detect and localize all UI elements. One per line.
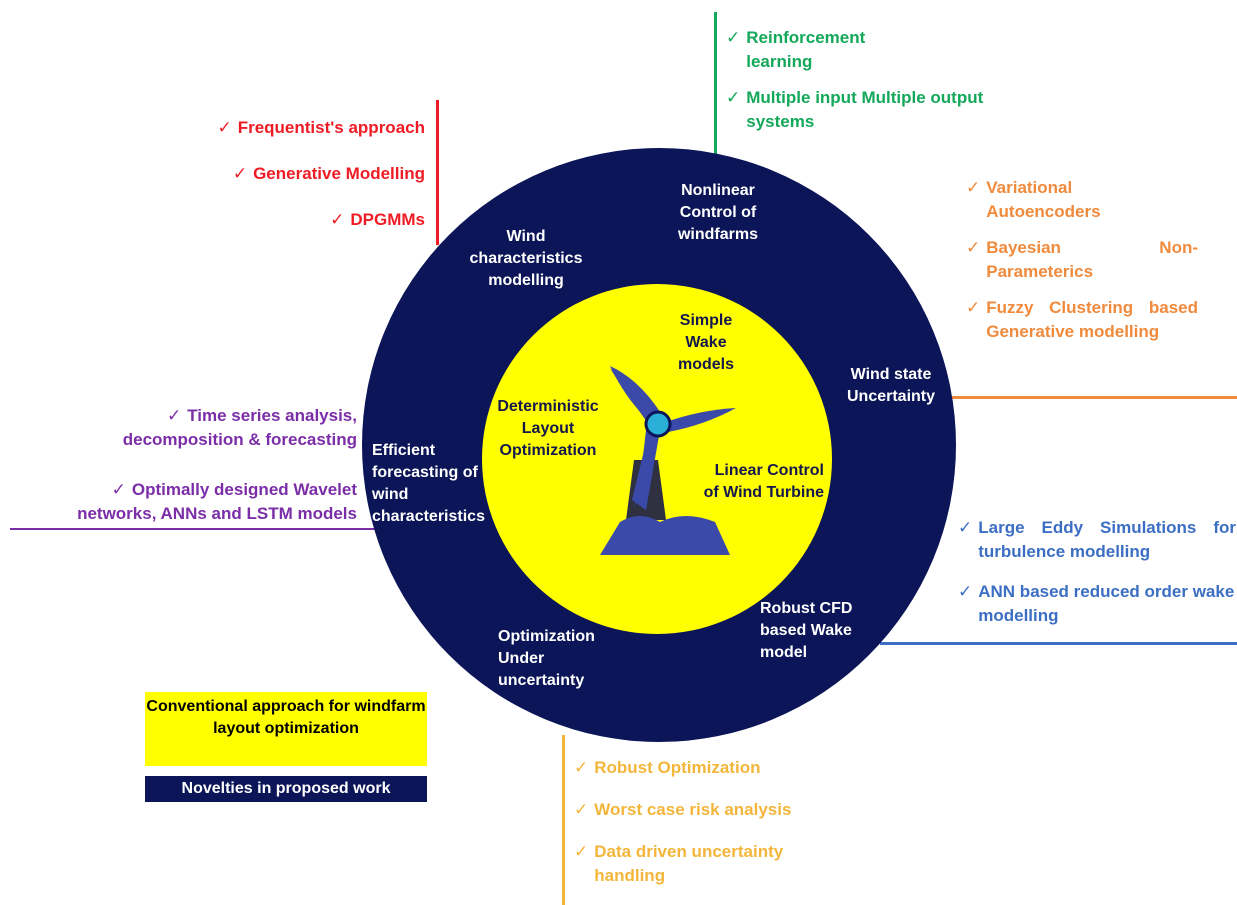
orange-group: ✓Variational Autoencoders ✓Bayesian Non-…: [966, 176, 1198, 344]
list-item: ✓DPGMMs: [330, 210, 425, 229]
robust-cfd-label: Robust CFD based Wake model: [760, 600, 853, 661]
inner-core: [482, 284, 832, 634]
check-icon: ✓: [574, 758, 589, 777]
gold-connector-line: [562, 735, 565, 905]
list-item: ✓Bayesian Non-Parameterics: [966, 236, 1198, 284]
list-item: ✓Optimally designed Wavelet networks, AN…: [77, 480, 357, 523]
nonlinear-control-label: Nonlinear Control of windfarms: [677, 182, 758, 243]
check-icon: ✓: [966, 298, 981, 317]
wind-state-uncertainty-label: Wind state Uncertainty: [846, 366, 936, 405]
linear-control-label: Linear Control of Wind Turbine: [703, 462, 824, 501]
red-group: ✓Frequentist's approach ✓Generative Mode…: [105, 116, 425, 232]
check-icon: ✓: [574, 842, 589, 861]
green-connector-line: [714, 12, 717, 162]
check-icon: ✓: [726, 28, 741, 47]
simple-wake-label: Simple Wake models: [677, 312, 734, 373]
check-icon: ✓: [726, 88, 741, 107]
red-connector-line: [436, 100, 439, 245]
gold-group: ✓Robust Optimization ✓Worst case risk an…: [574, 756, 844, 888]
purple-connector-line: [10, 528, 378, 530]
deterministic-layout-label: Deterministic Layout Optimization: [497, 398, 599, 459]
list-item: ✓Robust Optimization: [574, 756, 844, 780]
check-icon: ✓: [966, 178, 981, 197]
list-item: ✓Variational Autoencoders: [966, 176, 1198, 224]
blue-connector-line: [880, 642, 1237, 645]
check-icon: ✓: [574, 800, 589, 819]
check-icon: ✓: [217, 118, 232, 137]
list-item: ✓Fuzzy Clustering based Generative model…: [966, 296, 1198, 344]
check-icon: ✓: [958, 518, 973, 537]
check-icon: ✓: [232, 164, 248, 183]
optimization-uncertainty-label: Optimization Under uncertainty: [498, 628, 595, 689]
list-item: ✓Worst case risk analysis: [574, 798, 844, 822]
legend-conventional: Conventional approach for windfarm layou…: [145, 692, 427, 766]
wind-characteristics-label: Wind characteristics modelling: [469, 228, 583, 289]
blue-group: ✓Large Eddy Simulations for turbulence m…: [958, 516, 1236, 628]
forecasting-label: Efficient forecasting of wind characteri…: [372, 442, 485, 525]
purple-group: ✓Time series analysis, decomposition & f…: [7, 404, 357, 526]
list-item: ✓Generative Modelling: [232, 164, 425, 183]
legend-novelties: Novelties in proposed work: [145, 776, 427, 802]
check-icon: ✓: [111, 480, 126, 499]
list-item: ✓Multiple input Multiple output systems: [726, 86, 996, 134]
green-group: ✓Reinforcement learning ✓Multiple input …: [726, 26, 996, 134]
wind-turbine-icon: [600, 366, 736, 555]
list-item: ✓Time series analysis, decomposition & f…: [122, 406, 357, 449]
list-item: ✓Data driven uncertainty handling: [574, 840, 844, 888]
check-icon: ✓: [330, 210, 345, 229]
check-icon: ✓: [166, 406, 182, 425]
list-item: ✓Large Eddy Simulations for turbulence m…: [958, 516, 1236, 564]
list-item: ✓ANN based reduced order wake modelling: [958, 580, 1236, 628]
orange-connector-line: [952, 396, 1237, 399]
check-icon: ✓: [966, 238, 981, 257]
list-item: ✓Frequentist's approach: [217, 118, 425, 137]
list-item: ✓Reinforcement learning: [726, 26, 996, 74]
check-icon: ✓: [958, 582, 973, 601]
